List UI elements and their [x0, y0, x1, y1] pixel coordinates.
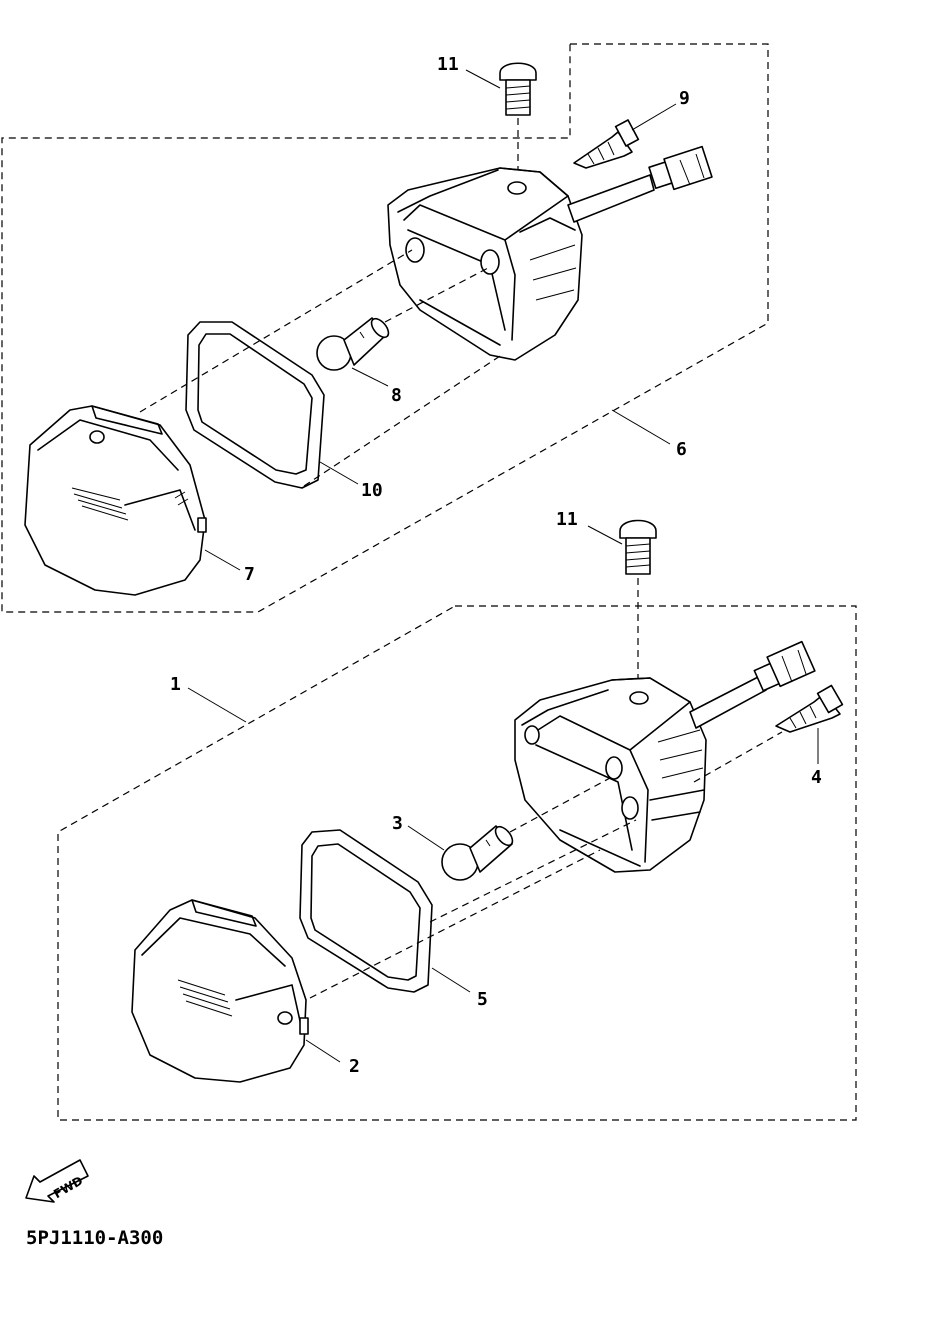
screw-4-part: [775, 684, 844, 733]
fwd-arrow-icon: [25, 1159, 89, 1203]
assembly-6-boundary: [1, 43, 769, 613]
leader-line-1: [187, 687, 247, 723]
callout-9: 9: [679, 88, 690, 109]
assembly-1-group: [57, 519, 857, 1121]
leader-line-5: [431, 967, 471, 993]
callout-10: 10: [361, 480, 383, 501]
callout-11-bottom: 11: [556, 509, 578, 530]
callout-11-top: 11: [437, 54, 459, 75]
leader-lines: [187, 69, 819, 1063]
drawing-code: 5PJ1110-A300: [26, 1227, 163, 1249]
leader-line-3: [407, 825, 445, 851]
leader-line-2: [305, 1039, 341, 1063]
callout-labels: 11 9 8 10 6 7 11 1 4 3 5 2: [170, 54, 822, 1077]
callout-6: 6: [676, 439, 687, 460]
bulb-8-part: [316, 317, 390, 371]
leader-line-7: [204, 549, 241, 571]
gasket-5-part: [299, 829, 433, 993]
callout-5: 5: [477, 989, 488, 1010]
leader-line-11-bottom: [587, 525, 623, 545]
leader-line-9: [631, 103, 677, 131]
leader-line-10: [319, 461, 359, 485]
callout-8: 8: [391, 385, 402, 406]
leader-line-8: [351, 367, 389, 387]
bulb-3-part: [441, 825, 514, 881]
gasket-10-part: [185, 321, 325, 489]
lens-2-part: [131, 899, 309, 1083]
screw-11-bottom-part: [619, 519, 657, 575]
callout-1: 1: [170, 674, 181, 695]
callout-7: 7: [244, 564, 255, 585]
callout-4: 4: [811, 767, 822, 788]
assembly-1-boundary: [57, 605, 857, 1121]
screw-11-top-part: [499, 62, 537, 116]
leader-line-11-top: [465, 69, 501, 89]
assembly-6-group: [1, 43, 769, 613]
callout-2: 2: [349, 1056, 360, 1077]
leader-line-6: [611, 409, 671, 445]
lens-7-part: [24, 405, 207, 596]
lamp-housing-lower-part: [514, 677, 707, 873]
wire-connector-upper-part: [567, 145, 713, 223]
screw-9-part: [573, 119, 640, 169]
lamp-housing-upper-part: [387, 167, 583, 361]
wire-connector-lower-part: [689, 640, 816, 729]
callout-3: 3: [392, 813, 403, 834]
fwd-direction-marker: FWD: [25, 1159, 89, 1203]
